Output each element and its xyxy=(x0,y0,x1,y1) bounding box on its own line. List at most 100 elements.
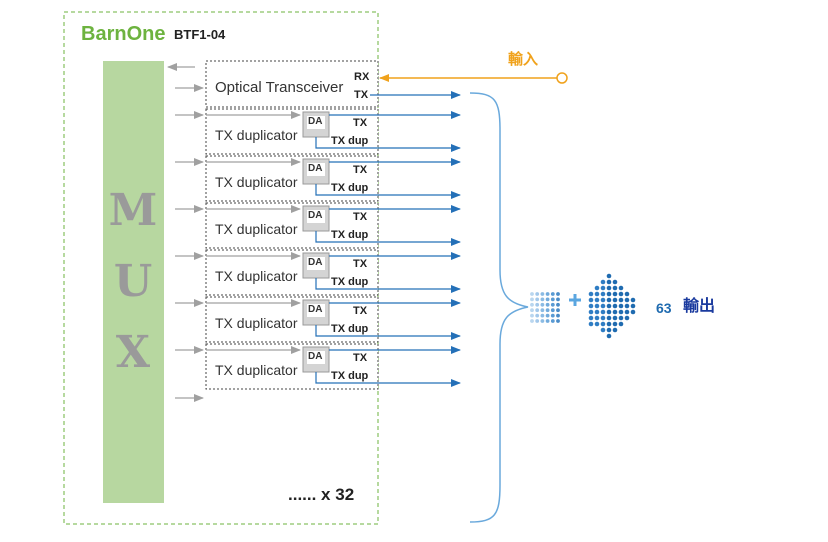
output-icon-dot xyxy=(606,321,612,327)
output-icon-dot xyxy=(588,321,594,327)
mux-letter-x: X xyxy=(115,327,151,378)
output-icon-dot xyxy=(594,291,600,297)
output-icon-dot xyxy=(612,297,618,303)
output-icon-dot xyxy=(600,315,606,321)
output-icon-dot xyxy=(588,297,594,303)
model-number: BTF1-04 xyxy=(174,27,226,42)
da-block-inner-1 xyxy=(307,116,325,129)
duplicator-label-2: TX duplicator xyxy=(215,174,298,190)
output-icon-dot xyxy=(600,291,606,297)
output-count: 63 xyxy=(656,300,672,316)
output-icon-dot xyxy=(600,303,606,309)
output-icon-dot xyxy=(630,303,636,309)
output-icon-dot xyxy=(606,285,612,291)
output-icon-dot xyxy=(594,297,600,303)
output-icon-dot xyxy=(606,327,612,333)
output-icon-dot xyxy=(606,291,612,297)
output-icon-dot xyxy=(588,291,594,297)
output-icon-dot xyxy=(606,279,612,285)
output-icon-dot xyxy=(530,302,534,307)
dup-txdup-label-4: TX dup xyxy=(331,276,369,288)
output-icon-dot xyxy=(606,309,612,315)
input-node xyxy=(556,72,568,84)
da-block-inner-6 xyxy=(307,351,325,364)
output-icon-dot xyxy=(550,313,555,318)
output-icon-dot xyxy=(556,313,560,318)
output-icon-dot xyxy=(588,315,594,321)
output-icon-dot xyxy=(530,292,534,296)
output-icon-dot xyxy=(556,302,560,307)
output-icon-dot xyxy=(600,285,606,291)
output-icon-dot xyxy=(535,302,540,307)
output-icon-dot xyxy=(540,292,545,296)
output-icon-dot xyxy=(612,303,618,309)
output-icon-dot xyxy=(612,291,618,297)
output-icon-dot xyxy=(588,309,594,315)
output-icon-dot xyxy=(612,285,618,291)
output-icon-dot xyxy=(550,292,555,296)
output-icon-dot xyxy=(612,327,618,333)
output-icon-dot xyxy=(600,327,606,333)
output-icon-dot xyxy=(600,279,606,285)
duplicator-label-3: TX duplicator xyxy=(215,221,298,237)
output-icon-dot xyxy=(530,319,534,323)
dup-tx-label-5: TX xyxy=(353,305,368,317)
dup-txdup-arrow-2 xyxy=(315,184,461,199)
da-block-inner-2 xyxy=(307,163,325,176)
dup-txdup-arrow-5 xyxy=(315,325,461,340)
dup-txdup-label-5: TX dup xyxy=(331,323,369,335)
dup-txdup-arrow-6 xyxy=(315,372,461,387)
output-icon-dot xyxy=(535,313,540,318)
dup-txdup-label-6: TX dup xyxy=(331,370,369,382)
output-icon-dot xyxy=(612,309,618,315)
output-icon-dot xyxy=(530,313,534,318)
output-icon-dot xyxy=(545,292,550,296)
output-aggregate-icon xyxy=(530,273,636,339)
duplicator-label-6: TX duplicator xyxy=(215,362,298,378)
output-label: 輸出 xyxy=(683,298,716,315)
dup-txdup-arrow-3 xyxy=(315,231,461,246)
output-icon-dot xyxy=(540,308,545,313)
brand-name: BarnOne xyxy=(81,23,166,45)
output-icon-dot xyxy=(618,309,624,315)
output-icon-dot xyxy=(535,319,540,323)
dup-tx-label-1: TX xyxy=(353,117,368,129)
da-label-3: DA xyxy=(308,210,323,221)
output-icon-dot xyxy=(545,302,550,307)
da-block-inner-3 xyxy=(307,210,325,223)
output-icon-dot xyxy=(606,315,612,321)
dup-tx-label-6: TX xyxy=(353,352,368,364)
duplicator-label-1: TX duplicator xyxy=(215,127,298,143)
output-icon-dot xyxy=(624,309,630,315)
output-icon-dot xyxy=(618,297,624,303)
output-icon-dot xyxy=(556,297,560,302)
transceiver-rx-label: RX xyxy=(354,71,370,83)
output-icon-dot xyxy=(556,292,560,296)
dup-txdup-label-1: TX dup xyxy=(331,135,369,147)
output-icon-dot xyxy=(612,279,618,285)
output-icon-dot xyxy=(545,313,550,318)
output-icon-dot xyxy=(594,303,600,309)
output-brace xyxy=(469,92,529,523)
duplicator-label-4: TX duplicator xyxy=(215,268,298,284)
output-icon-dot xyxy=(594,321,600,327)
output-icon-dot xyxy=(624,303,630,309)
output-icon-dot xyxy=(624,297,630,303)
output-icon-dot xyxy=(618,285,624,291)
output-icon-dot xyxy=(530,308,534,313)
output-icon-dot xyxy=(624,315,630,321)
output-icon-dot xyxy=(618,303,624,309)
da-label-4: DA xyxy=(308,257,323,268)
optical-transceiver-box xyxy=(205,60,379,108)
output-icon-dot xyxy=(606,303,612,309)
dup-txdup-label-2: TX dup xyxy=(331,182,369,194)
output-icon-dot xyxy=(630,297,636,303)
output-icon-dot xyxy=(612,321,618,327)
output-icon-dot xyxy=(550,319,555,323)
output-icon-dot xyxy=(545,297,550,302)
mux-letter-u: U xyxy=(113,256,153,307)
da-label-5: DA xyxy=(308,304,323,315)
da-block-inner-5 xyxy=(307,304,325,317)
output-icon-dot xyxy=(624,291,630,297)
output-icon-dot xyxy=(594,315,600,321)
